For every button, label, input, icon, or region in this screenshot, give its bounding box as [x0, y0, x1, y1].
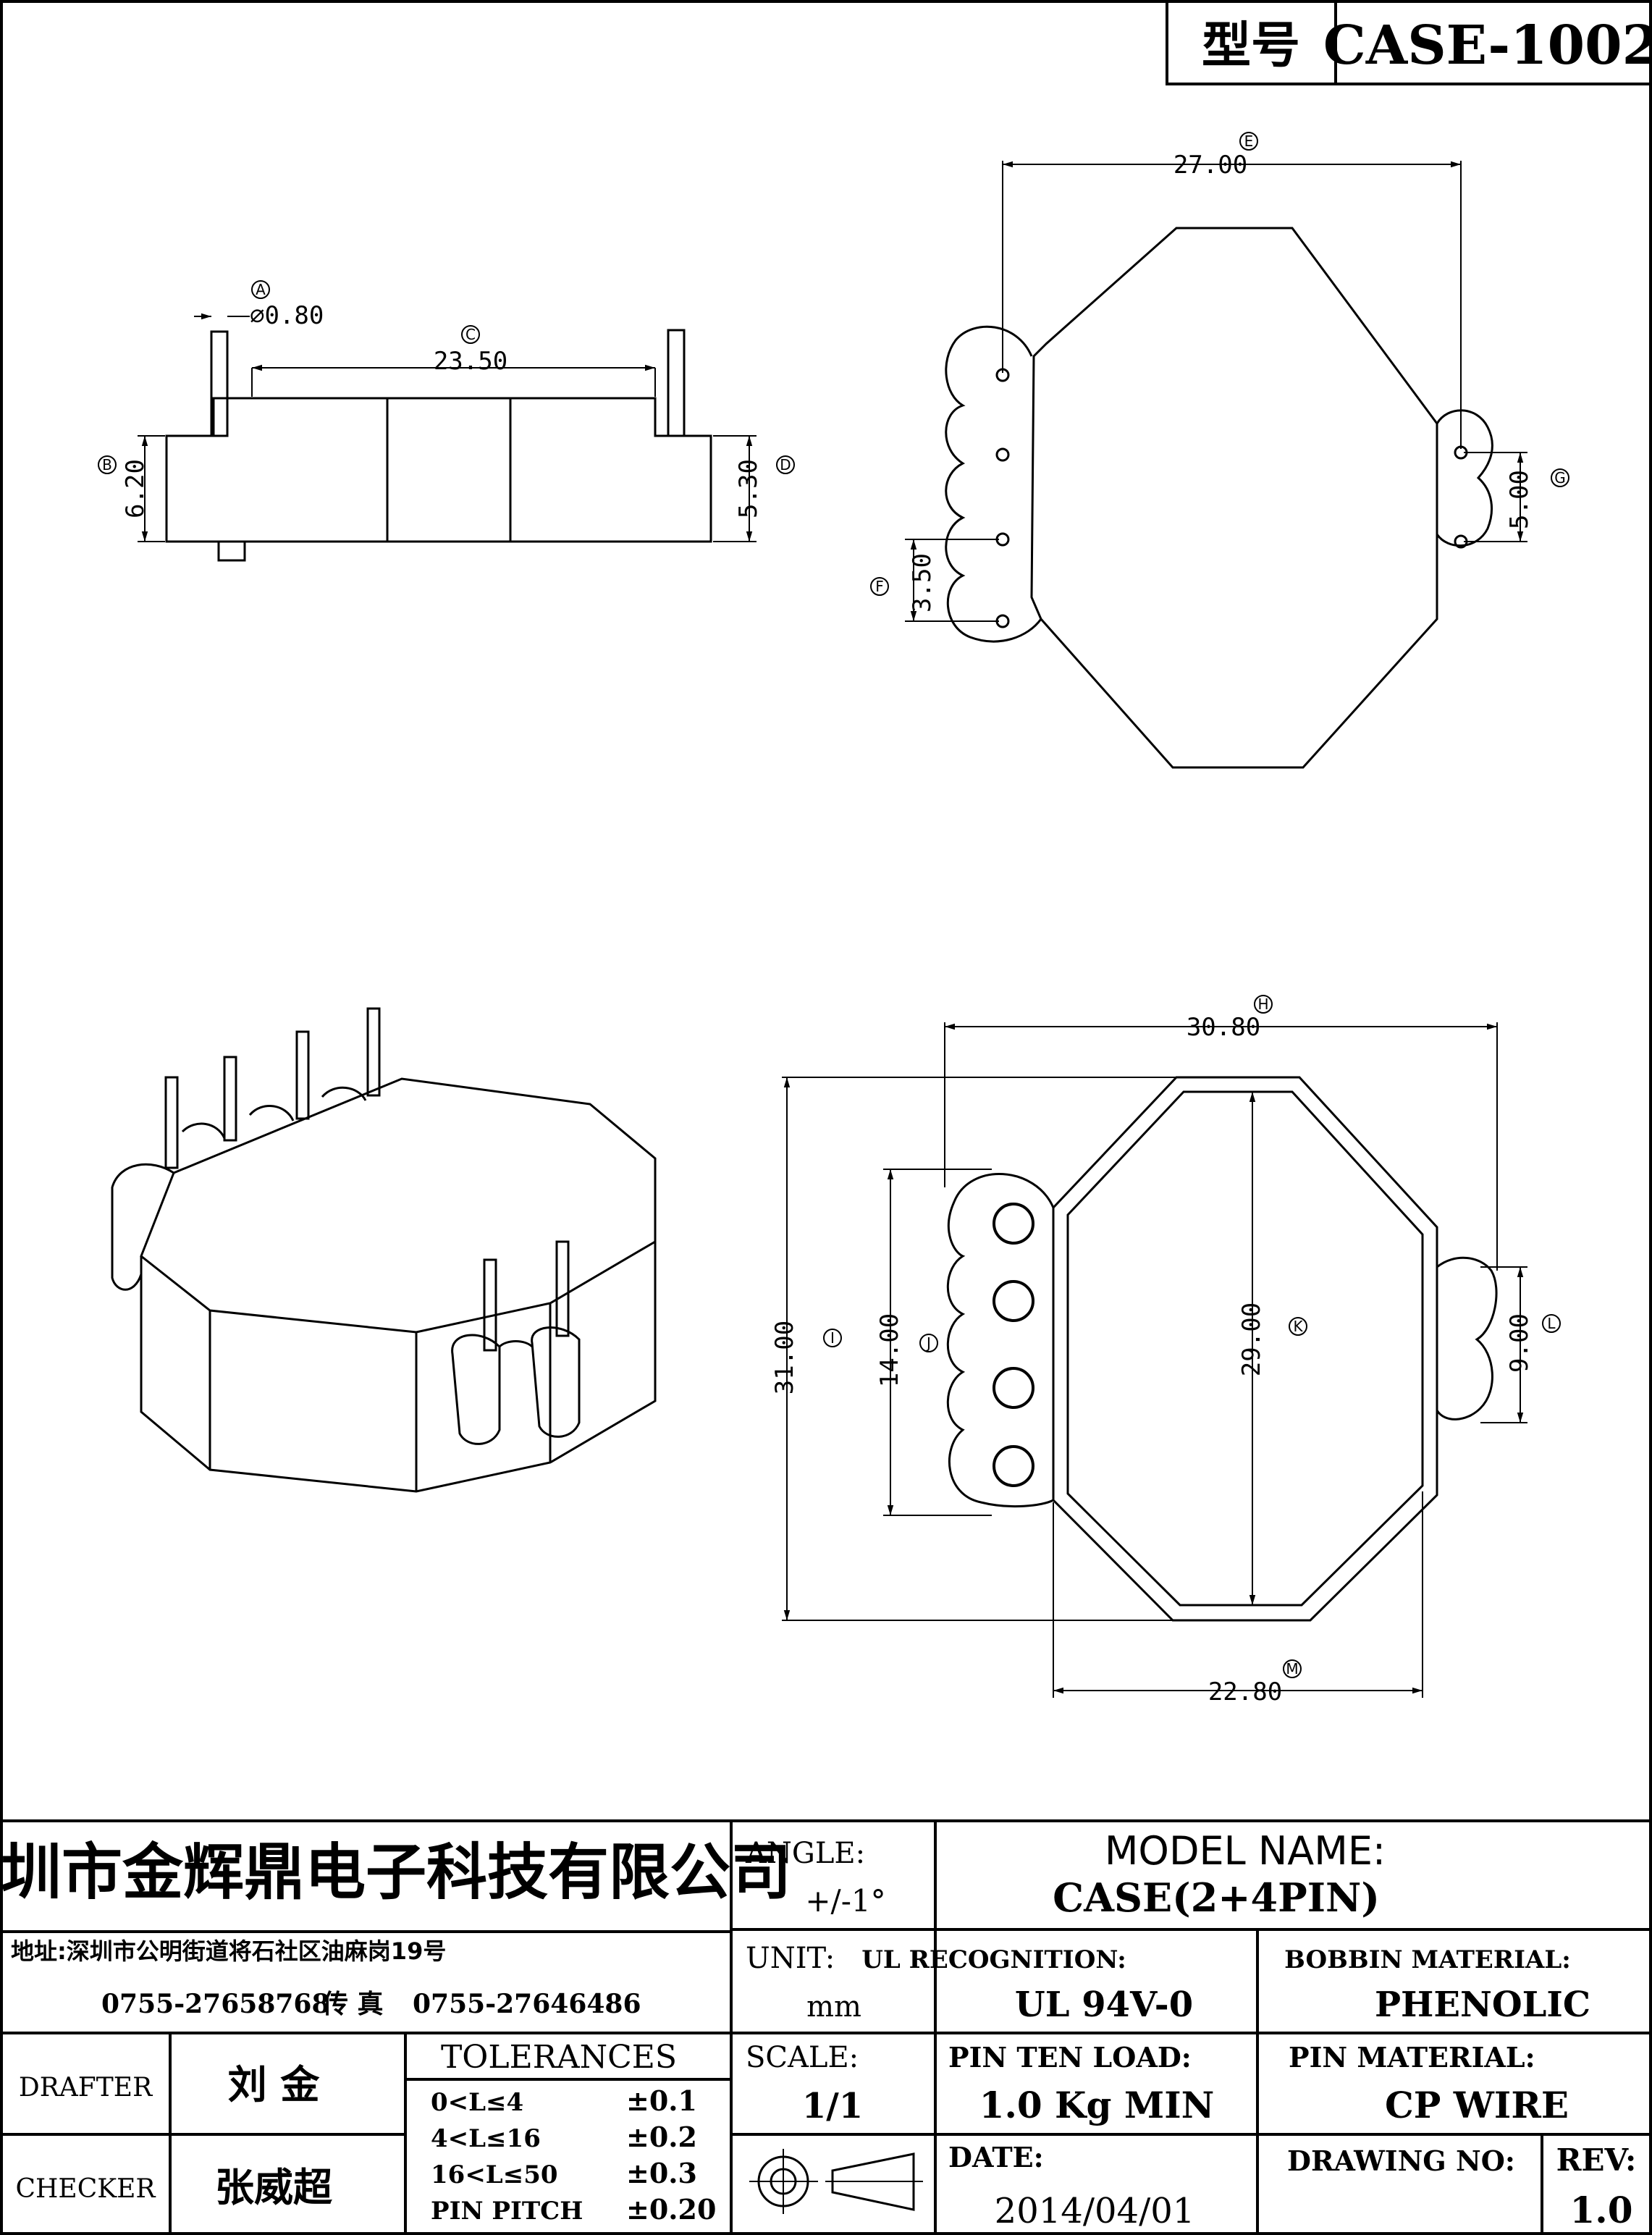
- side-view: [138, 313, 757, 562]
- bottom-view-left-lobes: [946, 1172, 1055, 1508]
- date-label: DATE:: [948, 2141, 1044, 2173]
- pin-load-label: PIN TEN LOAD:: [948, 2041, 1192, 2074]
- company-phone: 0755-27658768: [101, 1989, 330, 2019]
- tolerance-value: ±0.3: [626, 2157, 697, 2189]
- dim-tag-m: M: [1286, 1660, 1298, 1678]
- pin-material-value: CP WIRE: [1385, 2084, 1569, 2126]
- tolerances-title: TOLERANCES: [441, 2039, 677, 2076]
- dim-i-value: 31.00: [770, 1321, 799, 1394]
- bottom-view-right-lobes: [1436, 1256, 1498, 1420]
- checker-label: CHECKER: [15, 2174, 156, 2204]
- tolerance-range: 16<L≤50: [431, 2160, 558, 2189]
- scale-label: SCALE:: [746, 2041, 859, 2074]
- dim-tag-j: J: [925, 1334, 931, 1352]
- drawing-no-label: DRAWING NO:: [1287, 2144, 1515, 2177]
- unit-label: UNIT:: [746, 1942, 835, 1975]
- top-view-dims: E 27.00 G 5.00 F 3.50: [870, 132, 1569, 613]
- scale-value: 1/1: [802, 2086, 863, 2126]
- dim-tag-f: F: [875, 578, 884, 595]
- date-value: 2014/04/01: [995, 2191, 1195, 2231]
- bottom-view: [782, 1022, 1527, 1698]
- tolerance-value: ±0.1: [626, 2084, 697, 2117]
- dim-tag-l: L: [1547, 1315, 1556, 1332]
- company-fax: 0755-27646486: [413, 1989, 641, 2019]
- dim-tag-d: D: [780, 456, 791, 473]
- dim-tag-e: E: [1244, 132, 1254, 150]
- drafter-name: 刘 金: [228, 2062, 321, 2108]
- bottom-view-dims: H 30.80 I 31.00 J 14.00 K 29.00 L 9.00 M…: [770, 995, 1561, 1706]
- pin-load-value: 1.0 Kg MIN: [979, 2084, 1215, 2126]
- title-block: [1, 1819, 1651, 2234]
- model-name: CASE(2+4PIN): [1053, 1874, 1380, 1921]
- tolerance-value: ±0.20: [626, 2193, 716, 2226]
- dim-tag-c: C: [465, 326, 476, 343]
- side-view-dims: A ⌀0.80 C 23.50 B 6.20 D 5.30: [98, 280, 795, 518]
- rev-label: REV:: [1556, 2142, 1637, 2178]
- dim-tag-k: K: [1293, 1318, 1303, 1335]
- top-view: [905, 161, 1527, 769]
- dim-f-value: 3.50: [908, 553, 937, 613]
- angle-value: +/-1°: [805, 1883, 885, 1919]
- dim-c-value: 23.50: [434, 347, 507, 376]
- title-block-text: 深圳市金辉鼎电子科技有限公司 地址:深圳市公明街道将石社区油麻岗19号 0755…: [0, 1828, 1636, 2231]
- rev-value: 1.0: [1570, 2189, 1633, 2231]
- dim-tag-b: B: [102, 456, 112, 473]
- side-view-pin-right: [667, 329, 686, 437]
- model-box-label: 型号: [1202, 17, 1300, 75]
- top-view-right-lobes: [1436, 409, 1493, 547]
- pin-material-label: PIN MATERIAL:: [1289, 2041, 1535, 2074]
- projection-symbol: [749, 2149, 923, 2214]
- ul-label: UL RECOGNITION:: [861, 1945, 1126, 1974]
- bottom-view-inner: [1066, 1090, 1424, 1607]
- drafter-label: DRAFTER: [19, 2073, 153, 2103]
- side-view-pin-left: [210, 330, 229, 437]
- dim-tag-i: I: [830, 1329, 835, 1347]
- company-name: 深圳市金辉鼎电子科技有限公司: [0, 1837, 791, 1908]
- top-view-outline: [1030, 227, 1438, 769]
- iso-top-face: [140, 1077, 657, 1334]
- tolerance-value: ±0.2: [626, 2121, 697, 2153]
- dim-h-value: 30.80: [1187, 1013, 1260, 1042]
- dim-e-value: 27.00: [1173, 151, 1247, 180]
- tolerance-range: 0<L≤4: [431, 2088, 523, 2117]
- bobbin-value: PHENOLIC: [1375, 1984, 1590, 2025]
- dim-a-value: ⌀0.80: [250, 301, 324, 330]
- dim-m-value: 22.80: [1208, 1678, 1282, 1706]
- angle-label: ANGLE:: [745, 1837, 865, 1870]
- dim-tag-h: H: [1257, 996, 1268, 1013]
- bobbin-label: BOBBIN MATERIAL:: [1284, 1945, 1571, 1974]
- model-box-value: CASE-1002: [1323, 14, 1652, 77]
- model-box: 型号 CASE-1002: [1166, 0, 1652, 85]
- dim-b-value: 6.20: [121, 459, 150, 518]
- ul-value: UL 94V-0: [1015, 1984, 1193, 2025]
- unit-value: mm: [806, 1990, 861, 2024]
- company-address: 地址:深圳市公明街道将石社区油麻岗19号: [11, 1937, 446, 1965]
- tolerance-range: 4<L≤16: [431, 2124, 541, 2153]
- model-name-label: MODEL NAME:: [1105, 1828, 1386, 1874]
- top-view-left-lobes: [945, 325, 1042, 643]
- bottom-view-outer: [1052, 1076, 1438, 1622]
- dim-g-value: 5.00: [1505, 470, 1534, 529]
- dim-tag-g: G: [1554, 469, 1566, 487]
- isometric-view: [111, 1007, 657, 1493]
- fax-label: 传 真: [321, 1990, 384, 2019]
- dim-d-value: 5.30: [734, 459, 763, 518]
- tolerance-range: PIN PITCH: [431, 2197, 583, 2226]
- dim-k-value: 29.00: [1237, 1302, 1266, 1376]
- side-view-body: [165, 397, 712, 543]
- dim-l-value: 9.00: [1505, 1313, 1534, 1373]
- dim-j-value: 14.00: [875, 1313, 904, 1387]
- dim-tag-a: A: [256, 281, 266, 298]
- checker-name: 张威超: [215, 2165, 333, 2210]
